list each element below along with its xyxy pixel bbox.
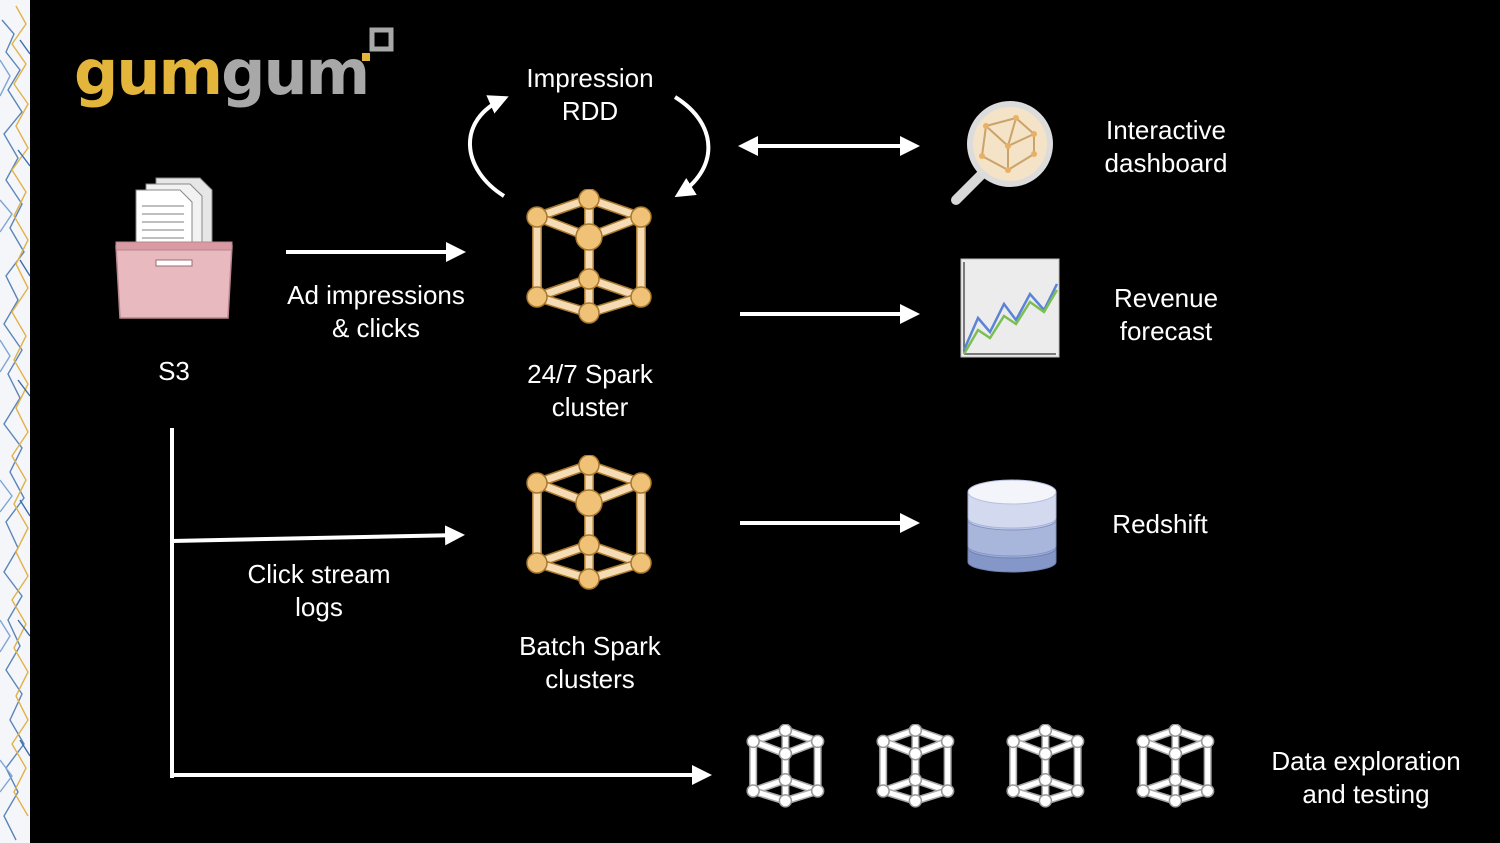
cube-node [1168,773,1183,787]
impression-rdd-label: Impression RDD [526,63,654,126]
spark-cube-icon [526,189,652,324]
cube-node [1038,724,1053,737]
cube-node [1136,734,1150,749]
cube-node [810,784,825,798]
cube-node [630,206,652,228]
cube-node [746,784,760,798]
white-cube-icon [1006,724,1085,808]
cube-node [575,489,603,517]
database-icon [967,479,1057,573]
cube-node [1168,794,1183,808]
spark-247-label: 24/7 Spark cluster [527,359,653,422]
cube-node [1168,724,1183,737]
cube-node [1070,784,1085,798]
ad-impressions-label: Ad impressions & clicks [287,280,465,343]
cube-node [1168,747,1183,761]
cube-node [1006,784,1020,798]
cube-node [578,268,600,290]
batch-spark-label: Batch Spark clusters [519,631,661,694]
cube-node [778,773,793,787]
cube-node [876,734,890,749]
cube-node [1136,784,1150,798]
logo-text-part1: gum [74,36,223,109]
redshift-label: Redshift [1112,509,1208,539]
spark-cube-icon [526,455,652,590]
white-cube-icon [876,724,955,808]
dashboard-label: Interactive dashboard [1104,115,1228,178]
logo-text-part2: gum [221,36,370,109]
cube-node [1038,773,1053,787]
cube-node [908,724,923,737]
cube-node [876,784,890,798]
cube-node [778,724,793,737]
cube-node [526,206,548,228]
cube-node [746,734,760,749]
arrow-loop-left [468,95,509,198]
cube-node [578,568,600,590]
cube-node [1200,734,1215,749]
cube-node [575,223,603,251]
file-box-icon [115,177,233,319]
cube-node [526,286,548,308]
s3-label: S3 [158,356,190,386]
line-chart-icon [960,258,1060,358]
cube-node [578,534,600,556]
cube-node [778,747,793,761]
click-stream-label: Click stream logs [247,559,391,622]
cube-node [778,794,793,808]
cube-node [1038,747,1053,761]
white-cube-icon [746,724,825,808]
cube-node [1070,734,1085,749]
cube-node [630,286,652,308]
cube-node [1200,784,1215,798]
cube-node [940,734,955,749]
cube-node [578,189,600,210]
cube-node [940,784,955,798]
cube-node [908,794,923,808]
cube-node [630,552,652,574]
logo-square-icon [362,27,394,61]
cube-node [908,747,923,761]
cube-node [1006,734,1020,749]
magnifier-graph-icon [951,101,1053,205]
cube-node [630,472,652,494]
cube-node [526,552,548,574]
cube-node [908,773,923,787]
cube-node [578,455,600,476]
arrow-loop-right [673,95,711,198]
arrow-to-batch [171,525,465,546]
gumgum-logo: gumgum [74,36,370,109]
decorative-border [0,0,30,843]
white-cube-icon [1136,724,1215,808]
exploration-label: Data exploration and testing [1271,746,1461,809]
cube-node [810,734,825,749]
cube-node [578,302,600,324]
cube-node [1038,794,1053,808]
revenue-label: Revenue forecast [1113,283,1219,346]
cube-node [526,472,548,494]
